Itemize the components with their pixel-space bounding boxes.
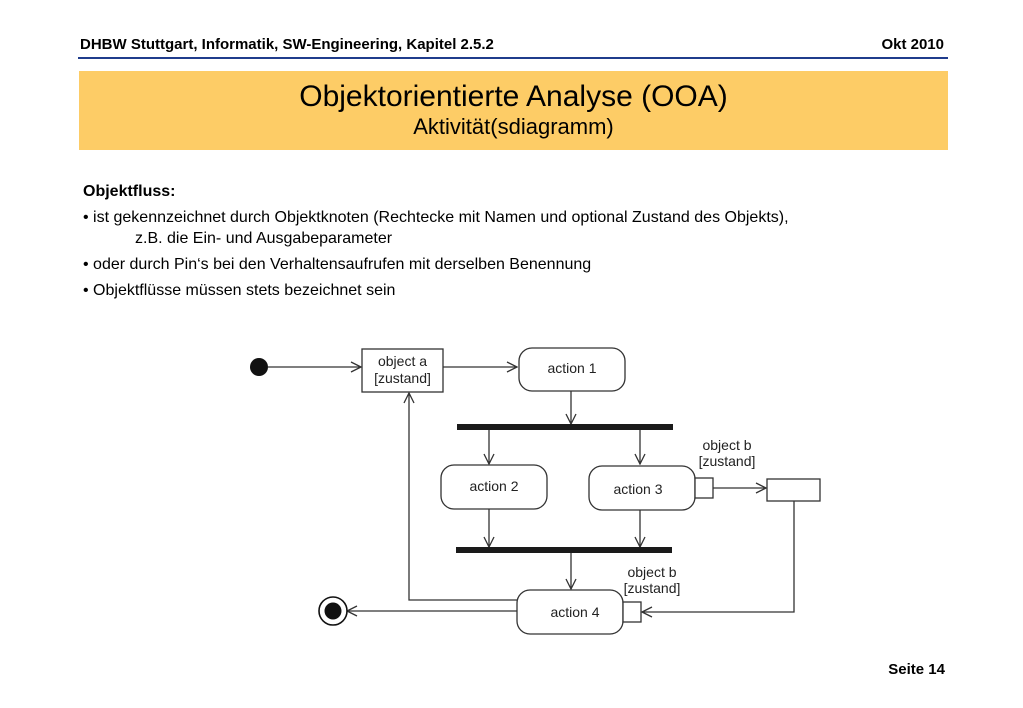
slide-content: Objektfluss: • ist gekennzeichnet durch …: [83, 182, 789, 307]
input-pin-action-4: [622, 601, 642, 623]
flow-action-4-back-to-object-a: [409, 393, 517, 601]
bullet-continuation: z.B. die Ein- und Ausgabeparameter: [135, 230, 393, 247]
bullet-item: • oder durch Pin‘s bei den Verhaltensauf…: [83, 255, 789, 274]
bullet-item: • ist gekennzeichnet durch Objektknoten …: [83, 208, 789, 248]
object-node-b: [766, 478, 821, 502]
object-b-top-state: [zustand]: [699, 453, 756, 469]
title-banner: Objektorientierte Analyse (OOA) Aktivitä…: [79, 71, 948, 150]
output-pin-action-3: [694, 477, 714, 499]
object-a-state: [zustand]: [374, 370, 431, 386]
action-3-label: action 3: [613, 481, 662, 497]
object-b-bottom-name: object b: [627, 564, 676, 580]
bullet-item: • Objektflüsse müssen stets bezeichnet s…: [83, 281, 789, 300]
flow-object-node-to-action-4-pin: [642, 501, 795, 612]
object-node-a: [361, 348, 444, 393]
action-2-label: action 2: [469, 478, 518, 494]
bullet-text: • Objektflüsse müssen stets bezeichnet s…: [83, 282, 396, 299]
header-date: Okt 2010: [881, 36, 944, 53]
header-course-title: DHBW Stuttgart, Informatik, SW-Engineeri…: [80, 36, 494, 53]
slide-title: Objektorientierte Analyse (OOA): [299, 80, 728, 113]
final-node-core: [324, 602, 342, 620]
header-divider: [78, 57, 948, 59]
action-1-node: [518, 347, 626, 392]
object-a-name: object a: [378, 353, 427, 369]
bullet-text: • oder durch Pin‘s bei den Verhaltensauf…: [83, 256, 592, 273]
object-b-top-name: object b: [702, 437, 751, 453]
content-heading: Objektfluss:: [83, 183, 176, 200]
bullet-text: • ist gekennzeichnet durch Objektknoten …: [83, 209, 789, 226]
action-2-node: [440, 464, 548, 510]
page-number: Seite 14: [888, 661, 945, 678]
slide-subtitle: Aktivität(sdiagramm): [413, 114, 614, 139]
initial-node: [250, 358, 268, 376]
action-1-label: action 1: [547, 360, 596, 376]
fork-bar: [457, 424, 673, 430]
join-bar: [456, 547, 672, 553]
action-4-label: action 4: [550, 604, 599, 620]
object-b-bottom-state: [zustand]: [624, 580, 681, 596]
